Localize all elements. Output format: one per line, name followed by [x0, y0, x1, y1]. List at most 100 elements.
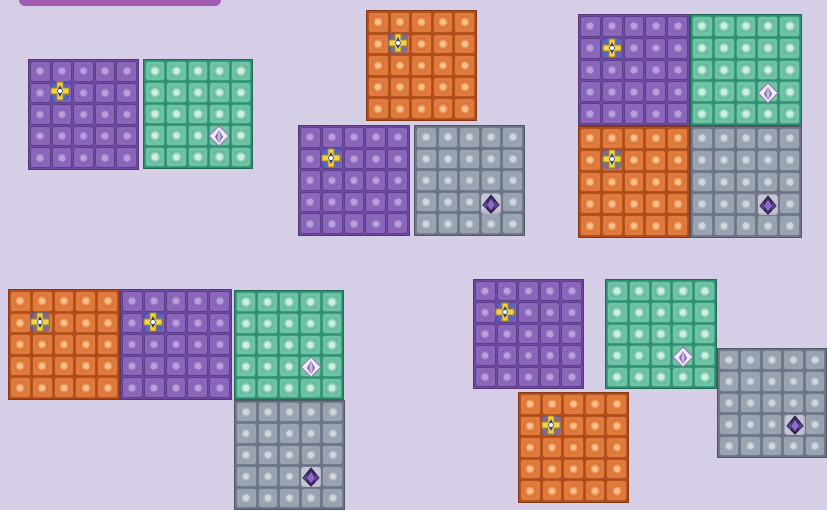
board-tile[interactable]	[714, 16, 735, 37]
board-tile[interactable]	[122, 356, 143, 377]
board-tile[interactable]	[779, 215, 800, 236]
board-tile[interactable]	[322, 127, 343, 148]
board-tile[interactable]	[95, 104, 116, 125]
board-tile[interactable]	[518, 281, 539, 301]
board-tile[interactable]	[322, 335, 342, 355]
board-tile[interactable]	[542, 394, 563, 415]
board-tile[interactable]	[475, 367, 496, 387]
board-tile[interactable]	[624, 38, 645, 59]
board-tile[interactable]	[719, 371, 739, 391]
diamond-crystal-icon[interactable]	[300, 356, 322, 378]
board-tile[interactable]	[740, 393, 760, 413]
board-tile[interactable]	[602, 16, 623, 37]
board-tile[interactable]	[236, 378, 256, 398]
board-tile[interactable]	[145, 82, 165, 102]
board-tile[interactable]	[542, 459, 563, 480]
board-tile[interactable]	[73, 104, 94, 125]
board-tile[interactable]	[365, 127, 386, 148]
board-tile[interactable]	[783, 371, 803, 391]
board-tile[interactable]	[520, 437, 541, 458]
board-tile[interactable]	[187, 356, 208, 377]
board-tile[interactable]	[651, 281, 672, 301]
board-tile[interactable]	[52, 126, 73, 147]
board-tile[interactable]	[540, 324, 561, 344]
board-tile[interactable]	[783, 436, 803, 456]
board-tile[interactable]	[416, 149, 437, 170]
board-tile[interactable]	[645, 81, 666, 102]
board-tile[interactable]	[322, 192, 343, 213]
board-tile[interactable]	[692, 60, 713, 81]
board-tile[interactable]	[520, 394, 541, 415]
board-tile[interactable]	[481, 127, 502, 148]
board-tile[interactable]	[368, 98, 389, 119]
board-tile[interactable]	[322, 466, 343, 486]
board-tile[interactable]	[475, 281, 496, 301]
board-tile[interactable]	[166, 291, 187, 312]
board-tile[interactable]	[166, 377, 187, 398]
board-tile[interactable]	[719, 350, 739, 370]
board-tile[interactable]	[563, 459, 584, 480]
board-tile[interactable]	[236, 335, 256, 355]
board-tile[interactable]	[629, 367, 650, 387]
board-tile[interactable]	[231, 61, 251, 81]
board-tile[interactable]	[387, 170, 408, 191]
board-tile[interactable]	[54, 291, 75, 312]
board-tile[interactable]	[714, 81, 735, 102]
board-tile[interactable]	[144, 356, 165, 377]
board-tile[interactable]	[166, 356, 187, 377]
board-tile[interactable]	[762, 393, 782, 413]
board-tile[interactable]	[580, 193, 601, 214]
board-tile[interactable]	[116, 147, 137, 168]
board-tile[interactable]	[783, 393, 803, 413]
board-tile[interactable]	[805, 371, 825, 391]
board-tile[interactable]	[258, 466, 279, 486]
board-tile[interactable]	[236, 488, 257, 508]
board-tile[interactable]	[187, 291, 208, 312]
board-tile[interactable]	[411, 34, 432, 55]
board-tile[interactable]	[692, 103, 713, 124]
board-tile[interactable]	[438, 170, 459, 191]
board-tile[interactable]	[75, 291, 96, 312]
board-tile[interactable]	[300, 127, 321, 148]
board-tile[interactable]	[667, 215, 688, 236]
board-tile[interactable]	[145, 104, 165, 124]
board-tile[interactable]	[667, 81, 688, 102]
board-tile[interactable]	[651, 367, 672, 387]
board-tile[interactable]	[73, 147, 94, 168]
board-tile[interactable]	[497, 367, 518, 387]
board-tile[interactable]	[757, 103, 778, 124]
board-tile[interactable]	[279, 292, 299, 312]
board-tile[interactable]	[231, 125, 251, 145]
board-tile[interactable]	[805, 436, 825, 456]
board-tile[interactable]	[540, 281, 561, 301]
board-tile[interactable]	[166, 61, 186, 81]
board-tile[interactable]	[580, 150, 601, 171]
board-tile[interactable]	[236, 402, 257, 422]
board-tile[interactable]	[322, 356, 342, 376]
board-tile[interactable]	[757, 150, 778, 171]
board-tile[interactable]	[740, 436, 760, 456]
board-tile[interactable]	[438, 149, 459, 170]
orange-tile-panel[interactable]	[578, 126, 690, 238]
board-tile[interactable]	[692, 81, 713, 102]
board-tile[interactable]	[667, 128, 688, 149]
board-tile[interactable]	[54, 334, 75, 355]
board-tile[interactable]	[757, 38, 778, 59]
board-tile[interactable]	[779, 193, 800, 214]
board-tile[interactable]	[736, 193, 757, 214]
board-tile[interactable]	[54, 313, 75, 334]
board-tile[interactable]	[624, 60, 645, 81]
board-tile[interactable]	[667, 103, 688, 124]
board-tile[interactable]	[236, 466, 257, 486]
board-tile[interactable]	[52, 147, 73, 168]
board-tile[interactable]	[585, 480, 606, 501]
board-tile[interactable]	[236, 356, 256, 376]
board-tile[interactable]	[231, 82, 251, 102]
board-tile[interactable]	[606, 459, 627, 480]
purple-tile-panel[interactable]	[120, 289, 232, 400]
board-tile[interactable]	[30, 147, 51, 168]
board-tile[interactable]	[344, 170, 365, 191]
board-tile[interactable]	[209, 356, 230, 377]
board-tile[interactable]	[624, 103, 645, 124]
board-tile[interactable]	[387, 127, 408, 148]
